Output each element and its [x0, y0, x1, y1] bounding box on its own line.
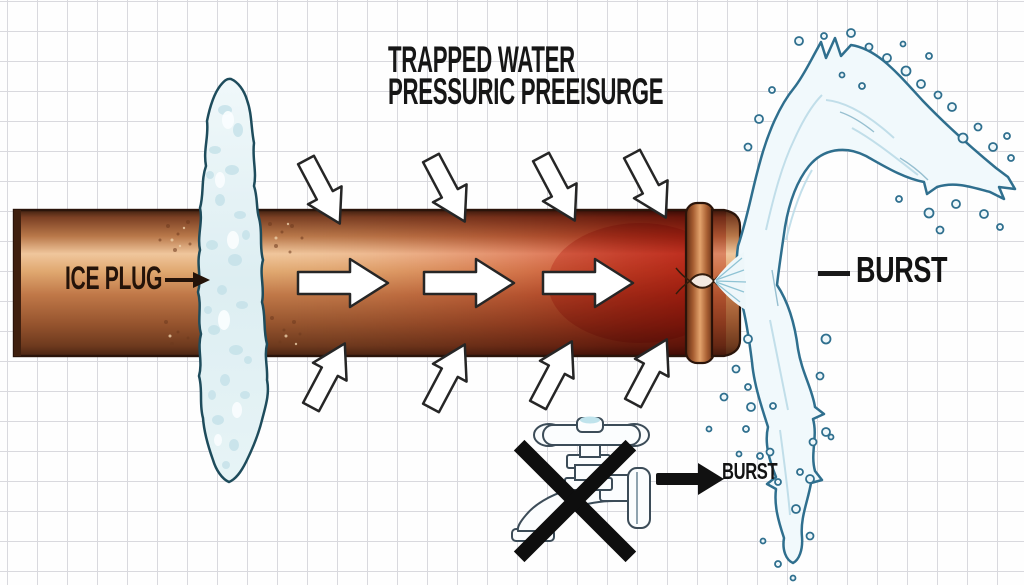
ice-plug: [196, 77, 270, 484]
water-detail-lines: [771, 111, 929, 307]
frost-speckles: [158, 220, 304, 346]
arrow-right-icon: [656, 463, 724, 495]
pressure-arrows: [287, 143, 685, 419]
title-line-2: PRESSURIC PREEISURGE: [388, 71, 664, 112]
faucet-icon: [511, 416, 651, 542]
no-faucet-x-icon: [513, 439, 637, 563]
pipe-left-edge: [14, 210, 21, 356]
faucet-burst-label: BURST: [722, 458, 778, 484]
title-line-1: TRAPPED WATER: [388, 39, 575, 80]
frost-speckles-light: [168, 222, 298, 346]
water-droplets: [705, 28, 1015, 582]
burst-water-spray: [705, 28, 1017, 582]
burst-dash: [818, 271, 850, 276]
water-streaks: [765, 94, 919, 516]
diagram-title: TRAPPED WATER PRESSURIC PREEISURGE: [388, 39, 664, 112]
ice-plug-pointer-icon: [165, 272, 210, 288]
burst-label: BURST: [856, 249, 948, 290]
fan-streaks: [715, 257, 747, 303]
ice-plug-label: ICE PLUG: [65, 260, 163, 296]
ice-texture: [204, 105, 252, 469]
ice-highlights: [214, 111, 242, 446]
